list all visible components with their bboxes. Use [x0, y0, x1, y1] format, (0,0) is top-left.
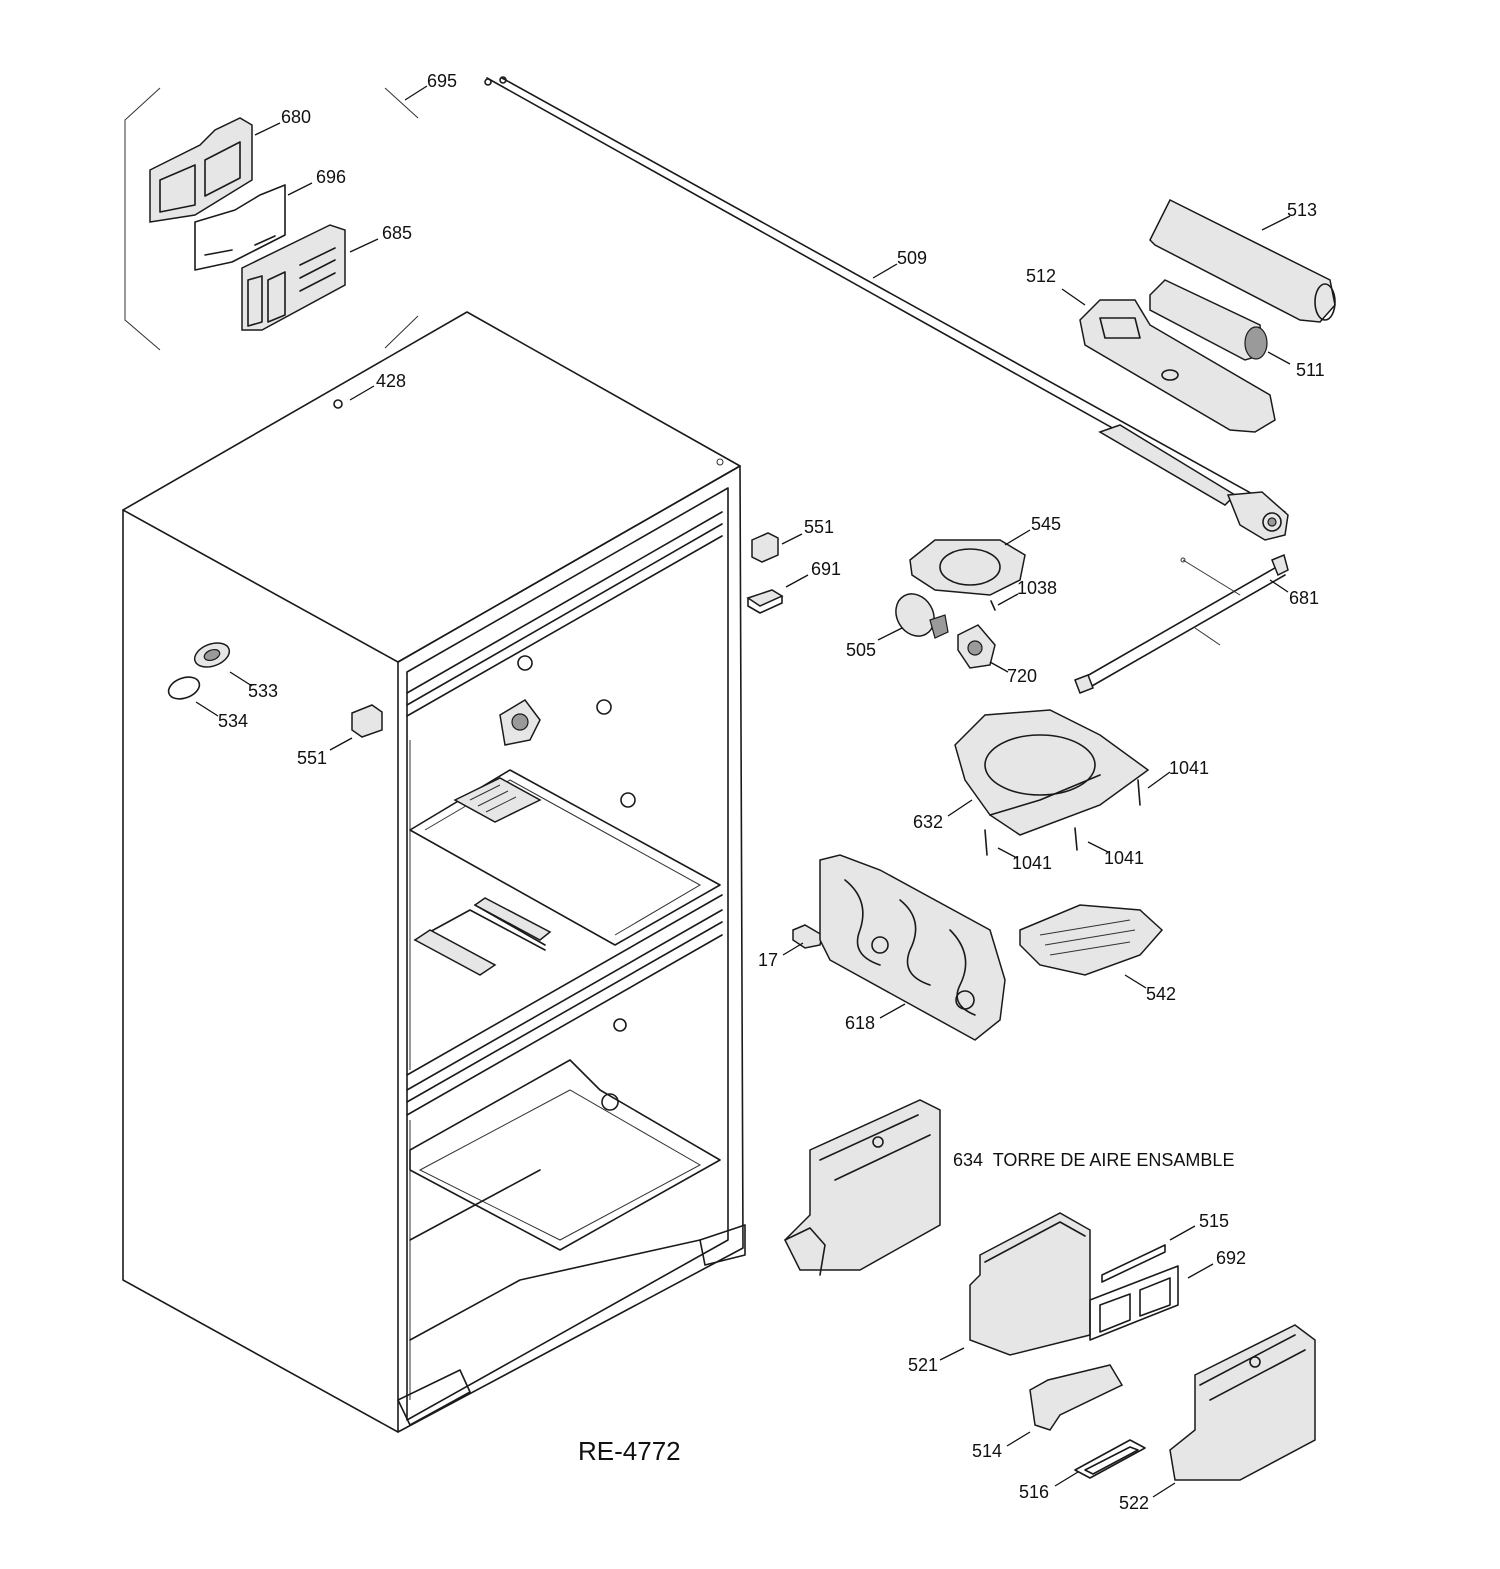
- inset-bracket: [124, 87, 419, 351]
- part-692-gasket: [1089, 1265, 1179, 1341]
- callout-533: 533: [248, 681, 278, 701]
- callout-1038: 1038: [1017, 578, 1057, 598]
- callout-720: 720: [1007, 666, 1037, 686]
- leader-lines: [195, 85, 1291, 1498]
- part-521-cover: [969, 1212, 1091, 1356]
- callout-534: 534: [218, 711, 248, 731]
- callout-618: 618: [845, 1013, 875, 1033]
- part-522-tower: [1169, 1324, 1316, 1481]
- callout-545: 545: [1031, 514, 1061, 534]
- part-516-seal: [1074, 1439, 1146, 1479]
- part-534-cap: [167, 676, 201, 700]
- callout-542: 542: [1146, 984, 1176, 1004]
- callout-1041-right: 1041: [1169, 758, 1209, 778]
- callout-512: 512: [1026, 266, 1056, 286]
- diagram-reference-number: RE-4772: [578, 1436, 681, 1466]
- part-514-flap: [1029, 1364, 1124, 1431]
- callout-509: 509: [897, 248, 927, 268]
- callout-522: 522: [1119, 1493, 1149, 1513]
- part-533-knob: [193, 642, 231, 668]
- callout-511: 511: [1296, 360, 1325, 380]
- callout-1041-left: 1041: [1012, 853, 1052, 873]
- callout-695: 695: [427, 71, 457, 91]
- part-509-harness: [484, 76, 1289, 541]
- callout-521: 521: [908, 1355, 938, 1375]
- part-17-plug: [792, 924, 823, 949]
- part-1038-screw: [990, 600, 996, 611]
- callout-513: 513: [1287, 200, 1317, 220]
- part-512-filter-head: [1079, 299, 1276, 433]
- part-681-heater: [1074, 553, 1289, 694]
- part-551-switch-front: [751, 532, 779, 563]
- callout-551-side: 551: [297, 748, 327, 768]
- part-634-air-tower: [784, 1099, 941, 1276]
- callout-685: 685: [382, 223, 412, 243]
- part-542-grille: [1019, 904, 1164, 976]
- part-618-duct: [819, 854, 1006, 1041]
- part-632-fan-housing: [954, 709, 1150, 836]
- cabinet: [122, 311, 746, 1433]
- callout-516: 516: [1019, 1482, 1049, 1502]
- callout-680: 680: [281, 107, 311, 127]
- assembly-label-634: 634 TORRE DE AIRE ENSAMBLE: [953, 1150, 1234, 1170]
- part-685-cover: [241, 224, 346, 331]
- part-551-switch-side: [351, 704, 383, 738]
- part-696-gasket: [194, 184, 286, 271]
- callout-696: 696: [316, 167, 346, 187]
- part-545-lens: [909, 539, 1026, 596]
- callout-505: 505: [846, 640, 876, 660]
- part-513-filter-cover: [1149, 198, 1336, 323]
- callout-632: 632: [913, 812, 943, 832]
- callout-692: 692: [1216, 1248, 1246, 1268]
- part-720-socket: [957, 624, 996, 669]
- callout-515: 515: [1199, 1211, 1229, 1231]
- part-511-filter-cartridge: [1149, 279, 1268, 361]
- callout-428: 428: [376, 371, 406, 391]
- callout-17: 17: [758, 950, 778, 970]
- part-505-bulb: [895, 593, 949, 639]
- callout-1041-center: 1041: [1104, 848, 1144, 868]
- callout-labels: 695 680 696 685 509 513 512 511 428 551 …: [218, 71, 1325, 1513]
- callout-691: 691: [811, 559, 841, 579]
- part-680-switch-housing: [149, 117, 253, 223]
- part-1041-screws: [984, 779, 1141, 856]
- part-691-pad: [746, 589, 784, 614]
- part-515-strip: [1101, 1244, 1166, 1283]
- callout-551-front: 551: [804, 517, 834, 537]
- callout-514: 514: [972, 1441, 1002, 1461]
- callout-681: 681: [1289, 588, 1319, 608]
